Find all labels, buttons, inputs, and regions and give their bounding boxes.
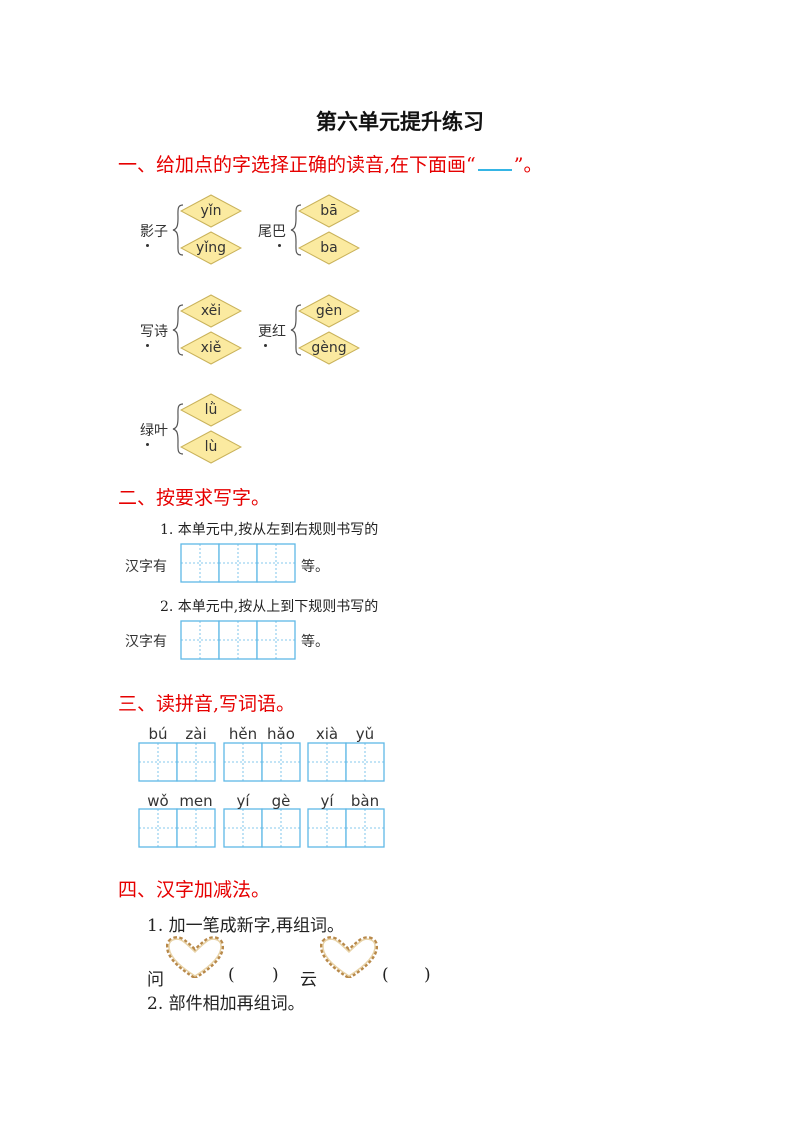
brace-icon <box>172 403 184 455</box>
pinyin-label: bàn <box>350 792 380 810</box>
word-writing-grid[interactable] <box>307 808 385 852</box>
word-writing-grid[interactable] <box>307 742 385 786</box>
section1-heading-text: 一、给加点的字选择正确的读音,在下面画“ <box>118 154 476 176</box>
pinyin-label: bú <box>148 725 168 743</box>
section4-task2: 2. 部件相加再组词。 <box>147 994 305 1014</box>
pinyin-option-label: yǐn <box>200 203 222 219</box>
brace-icon <box>290 304 302 356</box>
writing-grid-q2[interactable] <box>180 620 296 664</box>
pinyin-label: men <box>179 792 213 810</box>
pinyin-label: hǎo <box>267 725 295 743</box>
section2-q1: 1. 本单元中,按从左到右规则书写的 <box>160 522 379 538</box>
tianzige-grid <box>138 808 216 848</box>
pinyin-option-diamond[interactable]: yǐng <box>180 231 242 265</box>
paren-open-1: ( <box>228 965 235 985</box>
word-char: 尾 <box>258 224 272 240</box>
tianzige-grid <box>138 742 216 782</box>
section2-q1-suffix: 等。 <box>301 559 329 575</box>
answer-blank-sample <box>477 155 512 171</box>
section2-q2-prefix: 汉字有 <box>125 634 167 650</box>
section4-char2: 云 <box>300 970 317 990</box>
paren-close-2: ) <box>424 965 431 985</box>
pinyin-choice-word: 绿叶 <box>140 420 168 446</box>
pinyin-choice-word: 影子 <box>140 221 168 247</box>
pinyin-option-diamond[interactable]: bā <box>298 194 360 228</box>
tianzige-grid <box>180 543 296 583</box>
pinyin-choice-word: 尾巴 <box>258 221 286 247</box>
tianzige-grid <box>223 742 301 782</box>
section2-heading: 二、按要求写字。 <box>118 487 271 509</box>
pinyin-option-label: gèng <box>311 340 347 356</box>
section2-q1-prefix: 汉字有 <box>125 559 167 575</box>
word-char: 子 <box>154 224 168 240</box>
pinyin-option-label: lù <box>204 439 218 455</box>
pinyin-option-diamond[interactable]: lù <box>180 430 242 464</box>
pinyin-option-diamond[interactable]: lǜ <box>180 393 242 427</box>
word-writing-grid[interactable] <box>223 742 301 786</box>
word-writing-grid[interactable] <box>138 808 216 852</box>
pinyin-label: wǒ <box>147 792 169 810</box>
paren-close-1: ) <box>272 965 279 985</box>
tianzige-grid <box>307 742 385 782</box>
pinyin-option-diamond[interactable]: gèng <box>298 331 360 365</box>
page-title: 第六单元提升练习 <box>316 109 484 134</box>
word-writing-grid[interactable] <box>223 808 301 852</box>
section3-heading: 三、读拼音,写词语。 <box>118 693 296 715</box>
pinyin-option-label: xiě <box>200 340 222 356</box>
pinyin-label: gè <box>271 792 291 810</box>
word-char: 叶 <box>154 423 168 439</box>
word-char: 诗 <box>154 324 168 340</box>
section4-char1: 问 <box>147 970 164 990</box>
pinyin-option-label: bā <box>320 203 338 219</box>
word-char: 影 <box>140 221 154 247</box>
word-char: 写 <box>140 321 154 347</box>
pinyin-option-label: yǐng <box>196 240 226 256</box>
tianzige-grid <box>307 808 385 848</box>
heart-frame-icon <box>320 936 378 978</box>
pinyin-option-diamond[interactable]: yǐn <box>180 194 242 228</box>
tianzige-grid <box>180 620 296 660</box>
dotted-char: 巴 <box>272 221 286 247</box>
word-writing-grid[interactable] <box>138 742 216 786</box>
pinyin-choice-word: 写诗 <box>140 321 168 347</box>
word-char: 红 <box>272 324 286 340</box>
paren-open-2: ( <box>382 965 389 985</box>
pinyin-option-label: xěi <box>200 303 222 319</box>
section2-q2-suffix: 等。 <box>301 634 329 650</box>
pinyin-option-label: lǜ <box>204 402 218 418</box>
section2-q2: 2. 本单元中,按从上到下规则书写的 <box>160 599 379 615</box>
section4-heading: 四、汉字加减法。 <box>118 879 271 901</box>
pinyin-option-diamond[interactable]: xěi <box>180 294 242 328</box>
heart-frame-icon <box>166 936 224 978</box>
pinyin-label: yí <box>236 792 250 810</box>
pinyin-option-label: ba <box>320 240 338 256</box>
pinyin-label: yǔ <box>355 725 375 743</box>
pinyin-label: yí <box>320 792 334 810</box>
pinyin-option-diamond[interactable]: gèn <box>298 294 360 328</box>
pinyin-label: zài <box>185 725 207 743</box>
dotted-char: 绿 <box>140 420 154 446</box>
pinyin-option-label: gèn <box>315 303 343 319</box>
dotted-char: 更 <box>258 321 272 347</box>
brace-icon <box>172 204 184 256</box>
section1-heading: 一、给加点的字选择正确的读音,在下面画“ ”。 <box>118 150 542 177</box>
pinyin-option-diamond[interactable]: xiě <box>180 331 242 365</box>
writing-grid-q1[interactable] <box>180 543 296 587</box>
pinyin-label: hěn <box>228 725 258 743</box>
pinyin-choice-word: 更红 <box>258 321 286 347</box>
brace-icon <box>290 204 302 256</box>
pinyin-label: xià <box>315 725 339 743</box>
brace-icon <box>172 304 184 356</box>
tianzige-grid <box>223 808 301 848</box>
pinyin-option-diamond[interactable]: ba <box>298 231 360 265</box>
section1-heading-end: ”。 <box>513 154 543 176</box>
section4-task1: 1. 加一笔成新字,再组词。 <box>147 916 345 936</box>
